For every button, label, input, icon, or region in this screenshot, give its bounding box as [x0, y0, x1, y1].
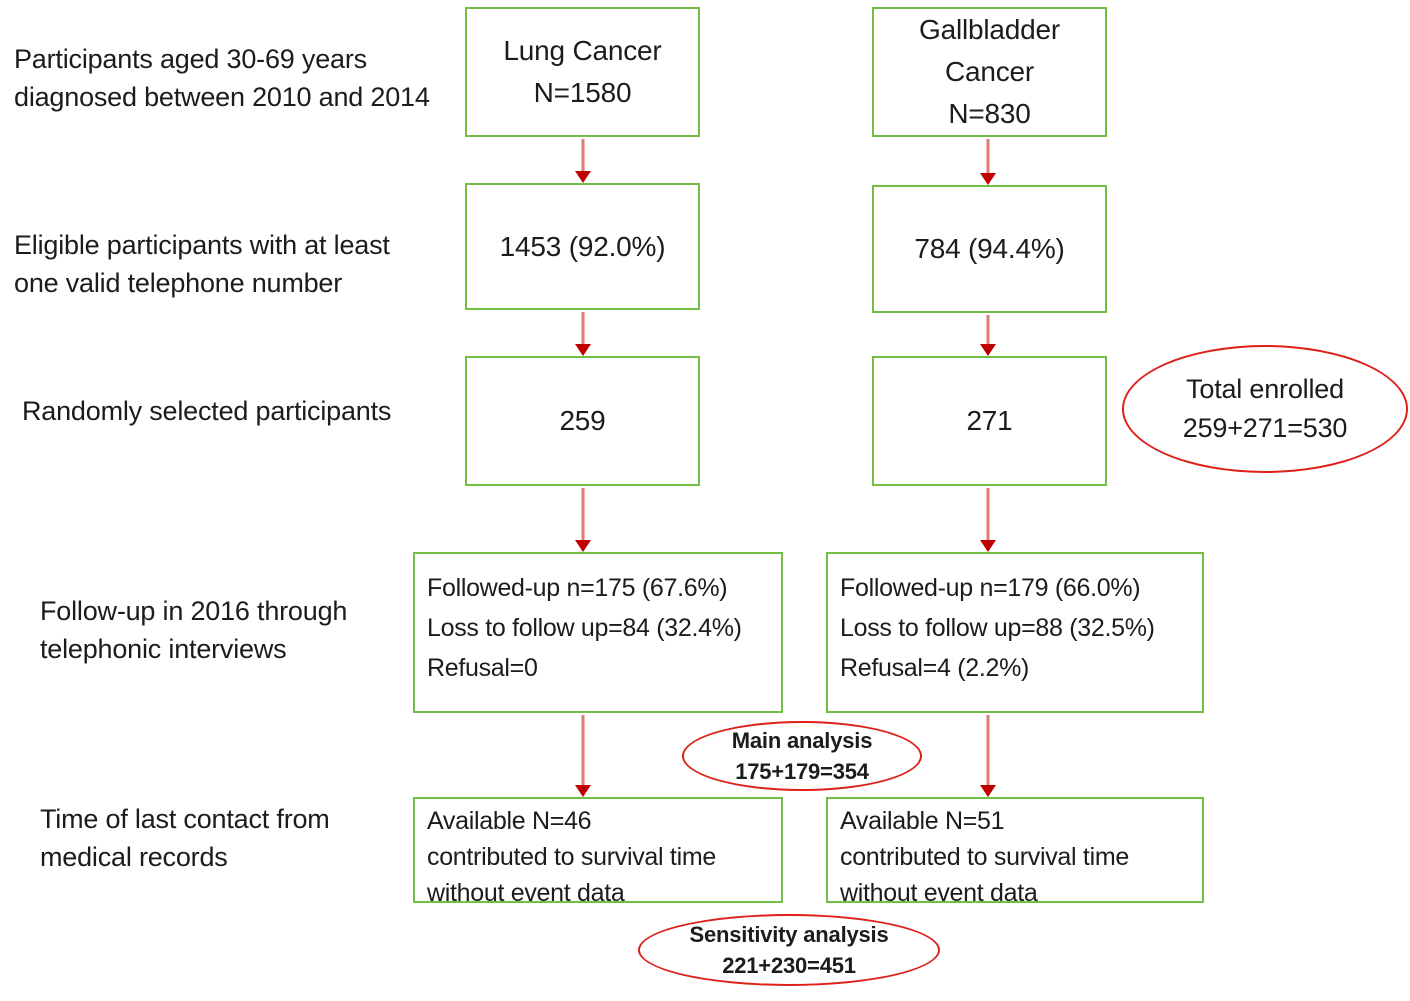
gallbladder-eligible-box: 784 (94.4%): [872, 185, 1107, 313]
arrow-shaft: [581, 139, 585, 176]
down-arrow-lung-4: [574, 715, 592, 797]
arrow-shaft: [986, 715, 990, 790]
main-analysis-oval: Main analysis 175+179=354: [682, 721, 922, 791]
gallbladder-selected-box: 271: [872, 356, 1107, 486]
stage-label-randomly-selected: Randomly selected participants: [22, 396, 392, 426]
arrow-shaft: [581, 715, 585, 790]
lung-followup-box: Followed-up n=175 (67.6%) Loss to follow…: [413, 552, 783, 713]
stage-label-participants: Participants aged 30-69 years diagnosed …: [14, 44, 430, 112]
arrow-head-icon: [980, 344, 996, 356]
total-enrolled-oval: Total enrolled 259+271=530: [1122, 345, 1408, 473]
down-arrow-lung-1: [574, 139, 592, 183]
arrow-head-icon: [980, 785, 996, 797]
down-arrow-gallbladder-1: [979, 139, 997, 185]
down-arrow-gallbladder-4: [979, 715, 997, 797]
stage-label-eligible: Eligible participants with at least one …: [14, 230, 390, 298]
arrow-shaft: [581, 312, 585, 349]
arrow-head-icon: [575, 171, 591, 183]
down-arrow-gallbladder-2: [979, 315, 997, 356]
arrow-head-icon: [575, 344, 591, 356]
arrow-head-icon: [980, 173, 996, 185]
down-arrow-lung-2: [574, 312, 592, 356]
gallbladder-available-box: Available N=51 contributed to survival t…: [826, 797, 1204, 903]
lung-title-box: Lung Cancer N=1580: [465, 7, 700, 137]
stage-label-followup: Follow-up in 2016 through telephonic int…: [40, 596, 348, 664]
arrow-head-icon: [980, 540, 996, 552]
down-arrow-lung-3: [574, 488, 592, 552]
lung-eligible-box: 1453 (92.0%): [465, 183, 700, 310]
arrow-head-icon: [575, 540, 591, 552]
sensitivity-analysis-oval: Sensitivity analysis 221+230=451: [638, 914, 940, 986]
arrow-shaft: [986, 139, 990, 178]
arrow-head-icon: [575, 785, 591, 797]
arrow-shaft: [581, 488, 585, 545]
gallbladder-followup-box: Followed-up n=179 (66.0%) Loss to follow…: [826, 552, 1204, 713]
down-arrow-gallbladder-3: [979, 488, 997, 552]
arrow-shaft: [986, 315, 990, 349]
lung-available-box: Available N=46 contributed to survival t…: [413, 797, 783, 903]
gallbladder-title-box: Gallbladder Cancer N=830: [872, 7, 1107, 137]
lung-selected-box: 259: [465, 356, 700, 486]
arrow-shaft: [986, 488, 990, 545]
stage-label-last-contact: Time of last contact from medical record…: [40, 804, 330, 872]
